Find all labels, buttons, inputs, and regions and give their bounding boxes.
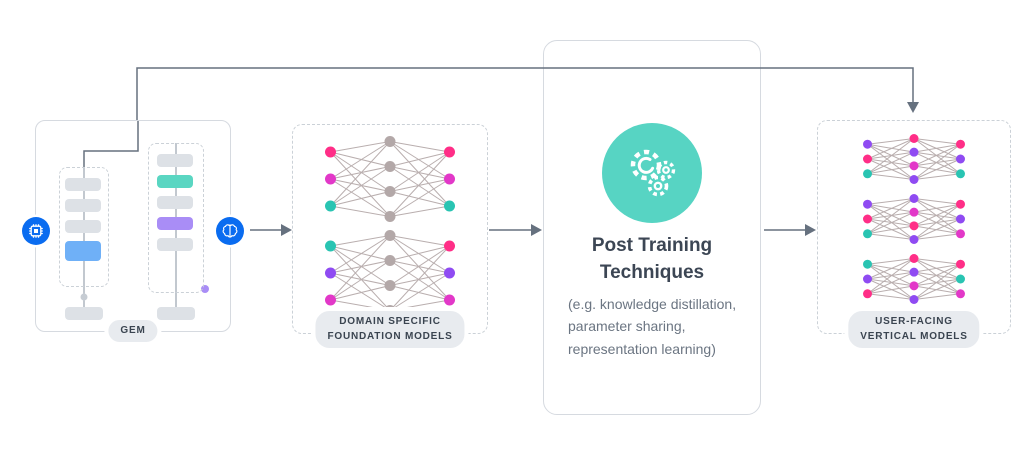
user-facing-label-pill: USER-FACING VERTICAL MODELS — [844, 307, 984, 352]
post-training-title: Post Training Techniques — [544, 233, 760, 286]
layer-bar — [157, 196, 193, 209]
layer-bar-highlight-purple — [157, 217, 193, 230]
user-facing-label-line1: USER-FACING — [875, 316, 953, 327]
post-training-box: Post Training Techniques (e.g. knowledge… — [543, 40, 761, 415]
gem-box: GEM — [22, 120, 244, 346]
feedback-loop-line — [136, 67, 914, 120]
vertical-model-network-3 — [862, 253, 966, 310]
gem-label: GEM — [120, 324, 146, 336]
user-facing-models-box: USER-FACING VERTICAL MODELS — [817, 120, 1011, 352]
post-training-description: (e.g. knowledge distillation, parameter … — [568, 293, 752, 360]
gears-icon — [630, 149, 676, 197]
domain-label-pill: DOMAIN SPECIFIC FOUNDATION MODELS — [311, 307, 469, 352]
layer-bar-highlight-blue — [65, 241, 101, 261]
arrowhead-2 — [531, 224, 542, 236]
arrowhead-1 — [281, 224, 292, 236]
post-desc-line2: parameter sharing, — [568, 318, 686, 335]
gem-layer-stack-left — [59, 167, 109, 287]
layer-bar — [157, 154, 193, 167]
brain-icon-glyph — [222, 223, 238, 238]
layer-bar — [157, 238, 193, 251]
chip-icon-glyph — [29, 224, 43, 238]
vertical-model-network-1 — [862, 133, 966, 190]
output-bar-left — [65, 307, 103, 320]
post-desc-line3: representation learning) — [568, 340, 716, 357]
foundation-model-network-1 — [324, 135, 456, 228]
post-desc-line1: (e.g. knowledge distillation, — [568, 296, 737, 312]
output-bar-right — [157, 307, 195, 320]
domain-label-line1: DOMAIN SPECIFIC — [339, 316, 441, 327]
gem-layer-stack-right — [148, 143, 204, 293]
layer-bar-highlight-teal — [157, 175, 193, 188]
user-facing-label-line2: VERTICAL MODELS — [860, 330, 968, 342]
post-title-line1: Post Training — [591, 235, 713, 256]
feedback-arrowhead — [907, 102, 919, 113]
chip-icon — [22, 217, 50, 245]
brain-icon — [216, 217, 244, 245]
vertical-model-network-2 — [862, 193, 966, 250]
domain-label-line2: FOUNDATION MODELS — [327, 330, 453, 342]
foundation-model-network-2 — [324, 229, 456, 322]
gem-label-pill: GEM — [104, 315, 162, 346]
arrowhead-3 — [805, 224, 816, 236]
layer-bar — [65, 220, 101, 233]
gears-badge — [602, 123, 702, 223]
domain-foundation-models-box: DOMAIN SPECIFIC FOUNDATION MODELS — [292, 124, 488, 352]
layer-bar — [65, 199, 101, 212]
layer-bar — [65, 178, 101, 191]
post-title-line2: Techniques — [599, 261, 705, 283]
